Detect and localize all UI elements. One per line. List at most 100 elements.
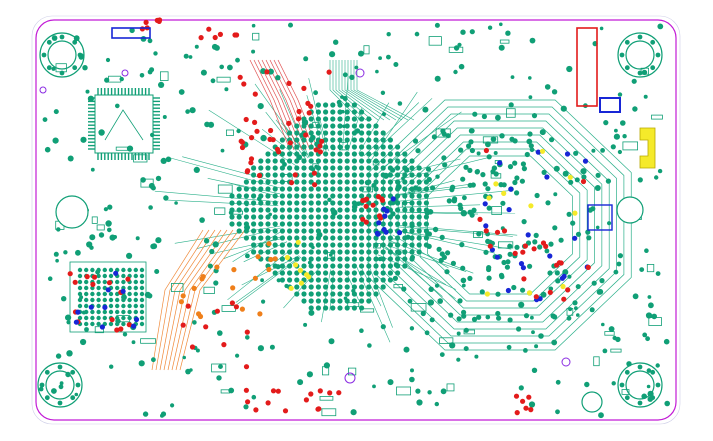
via [439,352,445,357]
red-via [286,80,292,86]
via [523,313,530,319]
bus-trace [356,60,415,121]
bga-ball [243,214,249,220]
bga-ball [395,144,401,150]
hole-via [624,369,630,375]
red-via [106,280,113,286]
via [235,57,240,63]
yellow-via [528,203,534,209]
via [216,375,222,381]
sub-bga-ball [133,297,138,303]
bga-ball [380,235,386,241]
via [328,338,335,345]
blue-via [535,149,541,155]
via [655,271,661,276]
bga-ball [402,151,408,157]
bga-ball [258,165,264,171]
bga-ball [395,235,401,241]
red-via [217,31,223,37]
bga-ball [272,228,278,234]
via [600,148,605,153]
via [444,269,450,275]
bga-ball [308,284,314,290]
bga-ball [323,263,329,269]
via [471,207,477,213]
bga-ball [351,123,357,129]
bga-ball [380,249,386,255]
bga-ball [344,151,350,157]
bga-ball [423,235,429,241]
bga-ball [287,158,293,164]
footprint [448,46,464,53]
bga-ball [395,242,401,248]
bga-ball [337,298,343,304]
footprint [491,206,502,215]
sub-bga-ball [102,315,108,321]
bga-ball [337,109,343,115]
via [415,388,421,394]
bga-ball [330,270,336,276]
via [409,376,415,383]
blue-via [564,151,571,157]
hole-via [619,52,625,58]
bga-ball [344,221,350,227]
bga-ball [351,249,357,255]
via [654,175,659,180]
bga-ball [373,284,379,290]
via [566,65,573,73]
keepout-circle [39,86,47,94]
via [354,128,361,134]
sub-bga-ball [90,291,95,297]
red-via [239,144,246,151]
via [612,335,617,341]
bga-ball [330,228,336,234]
bga-ball [373,137,379,143]
bga-ball [402,200,408,206]
bga-ball [323,193,329,199]
bga-ball [416,249,422,255]
bga-ball [351,277,357,283]
bga-ball [366,137,372,143]
via [51,35,58,41]
bga-ball [229,214,235,220]
bga-ball [344,277,350,283]
footprint [159,71,169,81]
bga-ball [287,165,293,171]
via [479,289,485,295]
bga-ball [423,242,429,248]
via [614,128,618,133]
bga-ball [423,221,429,227]
bga-ball [387,235,393,241]
via [107,204,113,210]
via [532,239,538,245]
via [603,120,609,126]
yellow-via [501,190,507,196]
bga-ball [402,158,408,164]
via [642,332,648,338]
via [429,317,435,323]
bga-ball [323,179,329,185]
bga-ball [272,193,278,199]
via [511,284,517,291]
blue-via [374,230,380,236]
bga-ball [330,130,336,136]
mounting-hole-top-left-inner [47,40,77,70]
via [55,258,59,263]
bga-ball [265,235,271,241]
sub-bga-ball [77,279,83,285]
via [611,381,616,386]
red-via [312,182,318,188]
bga-ball [416,228,422,234]
bga-ball [272,207,278,213]
hole-via [41,52,47,58]
bga-ball [395,270,401,276]
connector-red-top-right [576,27,598,107]
blue-via [525,232,531,238]
via [115,318,121,324]
via [495,291,501,297]
bga-ball [308,221,314,227]
via [160,411,167,417]
red-via [264,69,270,75]
red-via [90,281,96,287]
